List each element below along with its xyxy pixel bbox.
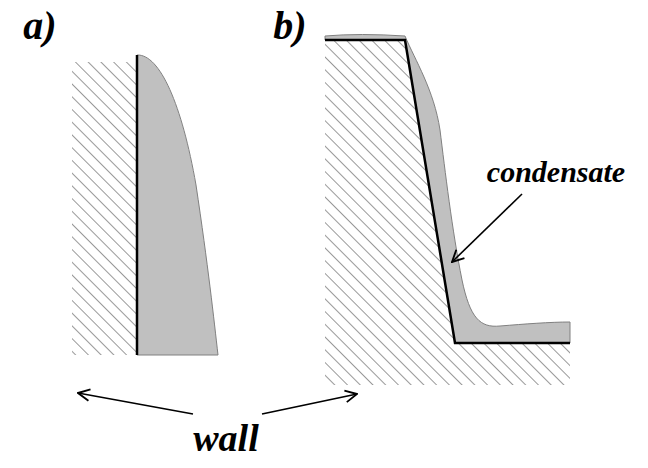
panel-label: a) (23, 6, 56, 46)
wall-surface (325, 40, 570, 343)
callout-label: wall (193, 419, 258, 457)
wall-surface (136, 55, 139, 355)
leader-arrow (452, 194, 522, 262)
wall-hatching (72, 62, 137, 355)
panel-label: b) (273, 6, 306, 46)
leader-arrow (78, 393, 193, 414)
condensate-film (325, 35, 570, 344)
leader-arrow (262, 394, 357, 414)
callout-label: condensate (487, 157, 625, 187)
condensate-film (137, 55, 218, 355)
